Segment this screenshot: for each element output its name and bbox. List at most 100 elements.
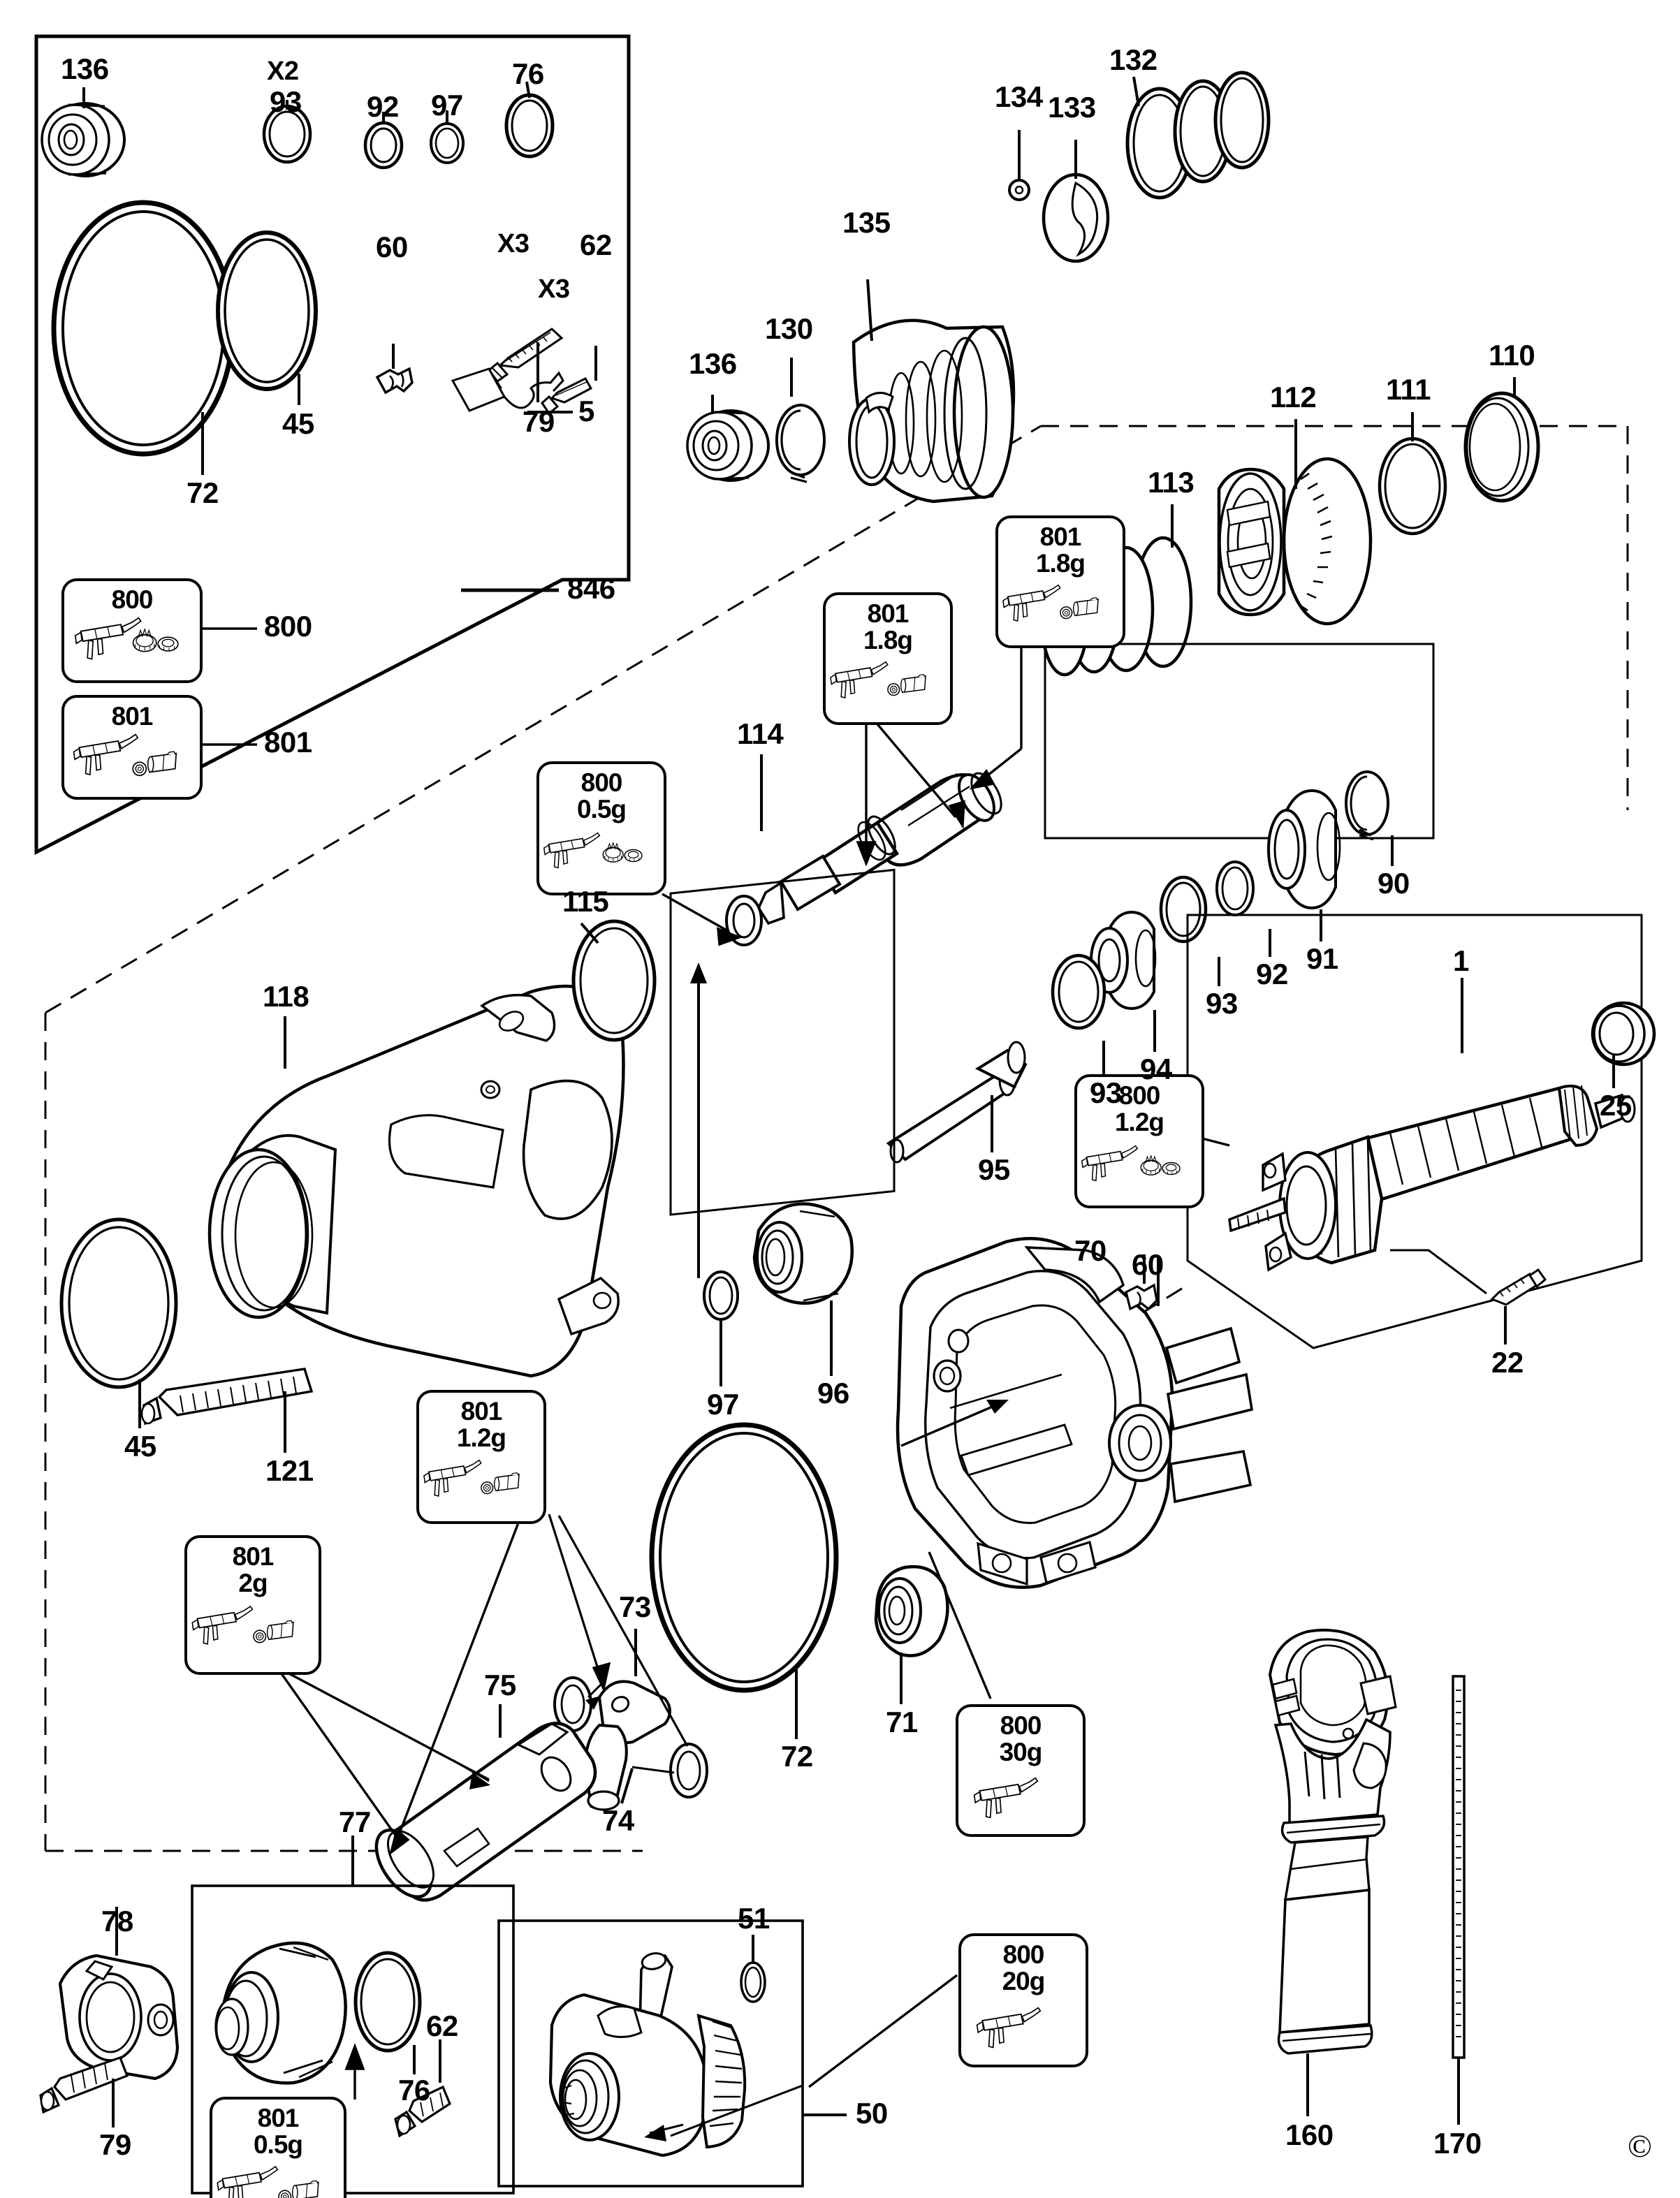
callout-45-left: 45 [124,1430,156,1463]
callout-95: 95 [978,1153,1010,1186]
grease-box-800-0_5g: 800 0.5g [536,761,666,895]
grease-box-801-0_5g: 801 0.5g [210,2097,346,2198]
grease-box-artwork [958,1765,1083,1834]
part-132-boot-rings [1125,71,1271,200]
part-160-side-handle [1268,1628,1397,2116]
part-45-oring-left [59,1217,178,1428]
callout-113: 113 [1148,466,1195,499]
part-136-bearing-chuck [686,395,770,482]
grease-box-code: 800 [1118,1081,1161,1110]
part-70-gearbox-housing [896,1237,1254,1589]
grease-box-artwork [212,2157,344,2198]
grease-box-801-2g: 801 2g [184,1535,321,1675]
callout-62-bottom: 62 [426,2009,458,2042]
grease-box-code: 800 [1002,1940,1045,1969]
callout-79-top: 79 [523,405,555,438]
part-91-collar [1267,789,1341,942]
grease-box-amount: 20g [1002,1966,1046,1995]
grease-box-code: 801 [460,1397,503,1426]
grease-box-amount: 1.8g [1035,548,1086,578]
callout-76-top: 76 [512,57,544,90]
grease-box-artwork [998,576,1123,645]
callout-5: 5 [578,395,594,427]
part-60-bush-gearbox [1125,1254,1158,1311]
part-76-oring-piston [353,1951,422,2074]
part-133-washer [1042,140,1110,263]
callout-50: 50 [856,2097,888,2130]
panel-50 [497,1919,847,2188]
callout-93-mid: 93 [1206,987,1238,1020]
callout-77: 77 [339,1805,371,1838]
callout-93-top: 93 [270,85,302,118]
grease-box-801-1_8g-a: 801 1.8g [823,592,953,725]
callout-170: 170 [1433,2127,1482,2160]
callout-133: 133 [1048,91,1096,124]
part-71-ball-bearing [874,1565,949,1704]
callout-92-mid: 92 [1256,958,1288,990]
part-134-ball [1008,130,1030,201]
callout-76-piston: 76 [398,2074,430,2107]
panel-right-upper [1044,643,1435,840]
cylinder-assembly-arrows [548,1514,689,1747]
part-136-bearing-top-left [41,87,126,177]
callout-51: 51 [738,1902,770,1935]
callout-70: 70 [1074,1234,1106,1267]
part-76-oring-top [504,81,555,159]
part-72-oring-large-top [51,200,235,475]
callout-136-top: 136 [61,52,109,85]
part-77-piston-panel [191,1836,515,2195]
callout-78: 78 [101,1905,133,1937]
part-170-depth-rod [1452,1675,1466,2125]
grease-box-code: 800 [580,768,623,797]
grease-box-801-1_2g: 801 1.2g [416,1390,546,1524]
part-74-washers [553,1676,708,1804]
grease-box-code: 800 [111,585,154,614]
grease-box-801-1_8g-b: 801 1.8g [995,515,1125,648]
part-51-oring [740,1935,766,2003]
part-135-chuck-sleeve [848,279,1016,504]
part-93-oring-mid [1159,875,1220,986]
grease-box-800-30g: 800 30g [956,1704,1086,1837]
callout-97-top: 97 [431,89,463,122]
callout-71: 71 [886,1706,918,1738]
part-22-screw [1390,1249,1547,1345]
grease-box-code: 801 [232,1542,275,1571]
callout-114: 114 [737,717,784,750]
part-90-circlip [1345,770,1394,866]
callout-79-bottom: 79 [99,2128,131,2161]
part-96-tool-holder [752,1202,854,1376]
callout-160: 160 [1285,2118,1334,2151]
callout-136-chuck: 136 [689,347,737,380]
part-25-bearing [1591,1001,1656,1088]
grease-box-artwork [539,822,664,893]
part-77-piston [214,1941,347,2085]
part-45-oring-top [216,230,318,405]
grease-box-amount: 0.5g [576,794,627,823]
callout-x2: X2 [267,57,299,86]
part-78-bearing-cap [58,1907,180,2081]
grease-box-amount: 1.2g [456,1423,506,1452]
part-130-circlip [775,358,826,483]
grease-box-amount: 1.8g [863,625,913,654]
part-118-barrel-housing [207,984,625,1378]
callout-72-top: 72 [187,476,219,509]
callout-93-low: 93 [1090,1076,1122,1109]
part-111-oring [1378,412,1447,536]
callout-94: 94 [1140,1053,1172,1085]
grease-box-code: 801 [1039,522,1082,551]
callout-118: 118 [263,980,309,1013]
callout-96: 96 [817,1377,849,1409]
callout-800-kit: 800 [264,610,312,643]
callout-1: 1 [1453,944,1469,977]
grease-box-amount: 30g [999,1737,1043,1766]
callout-121: 121 [265,1454,314,1487]
part-75-cylinder [374,1704,597,1902]
part-92-washer-top [363,112,404,170]
assembly-arrow-up [690,962,707,1278]
callout-45-top: 45 [282,407,314,440]
callout-90: 90 [1378,867,1410,900]
callout-72-low: 72 [781,1740,813,1773]
part-110-seal [1463,377,1540,503]
callout-134: 134 [995,80,1043,113]
callout-801-kit: 801 [264,726,312,759]
